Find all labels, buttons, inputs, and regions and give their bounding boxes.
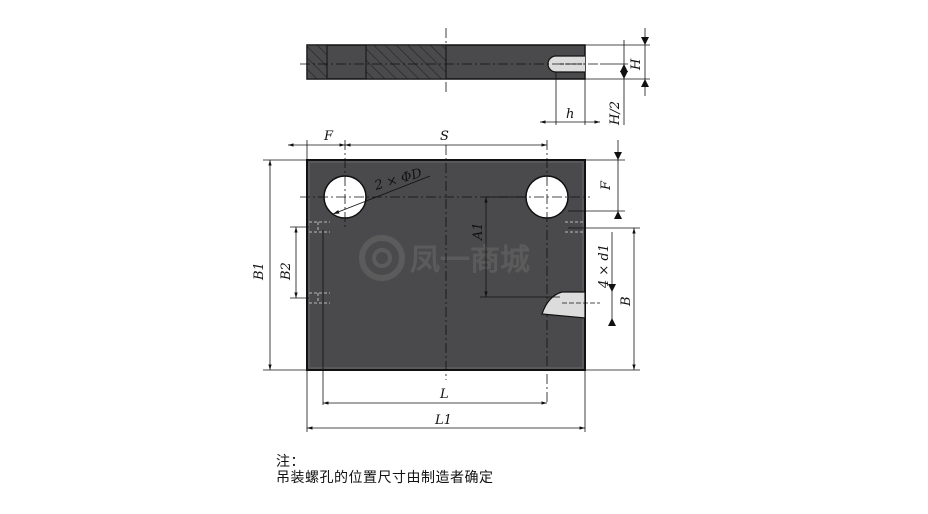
dim-B2-label: B2 bbox=[279, 262, 294, 281]
dim-H-label: H bbox=[629, 58, 644, 71]
side-view bbox=[300, 28, 650, 125]
dim-F-label: F bbox=[323, 129, 334, 144]
dim-F-right-label: F bbox=[599, 180, 614, 191]
side-view-hatched-section bbox=[365, 44, 447, 80]
watermark-text: 凤一商城 bbox=[410, 243, 530, 278]
right-tapped-hole bbox=[541, 291, 586, 319]
note-title: 注： bbox=[276, 454, 305, 470]
dim-d1-label: 4 × d1 bbox=[597, 244, 612, 289]
dim-B1-label: B1 bbox=[252, 262, 267, 281]
dim-L-label: L bbox=[439, 387, 449, 402]
dim-S-label: S bbox=[440, 129, 449, 144]
left-tapped-holes bbox=[309, 221, 330, 304]
dim-H-half-label: H/2 bbox=[608, 101, 623, 126]
dim-h-label: h bbox=[566, 107, 574, 122]
hole-leader bbox=[332, 175, 431, 215]
dim-B-label: B bbox=[619, 296, 634, 307]
plan-view: 凤一商城 bbox=[263, 140, 640, 432]
note-text: 吊装螺孔的位置尺寸由制造者确定 bbox=[276, 470, 494, 486]
dim-L1-label: L1 bbox=[434, 413, 452, 428]
watermark: 凤一商城 bbox=[359, 235, 530, 281]
dim-A1-label: A1 bbox=[471, 222, 486, 241]
side-view-left-section bbox=[306, 44, 328, 80]
